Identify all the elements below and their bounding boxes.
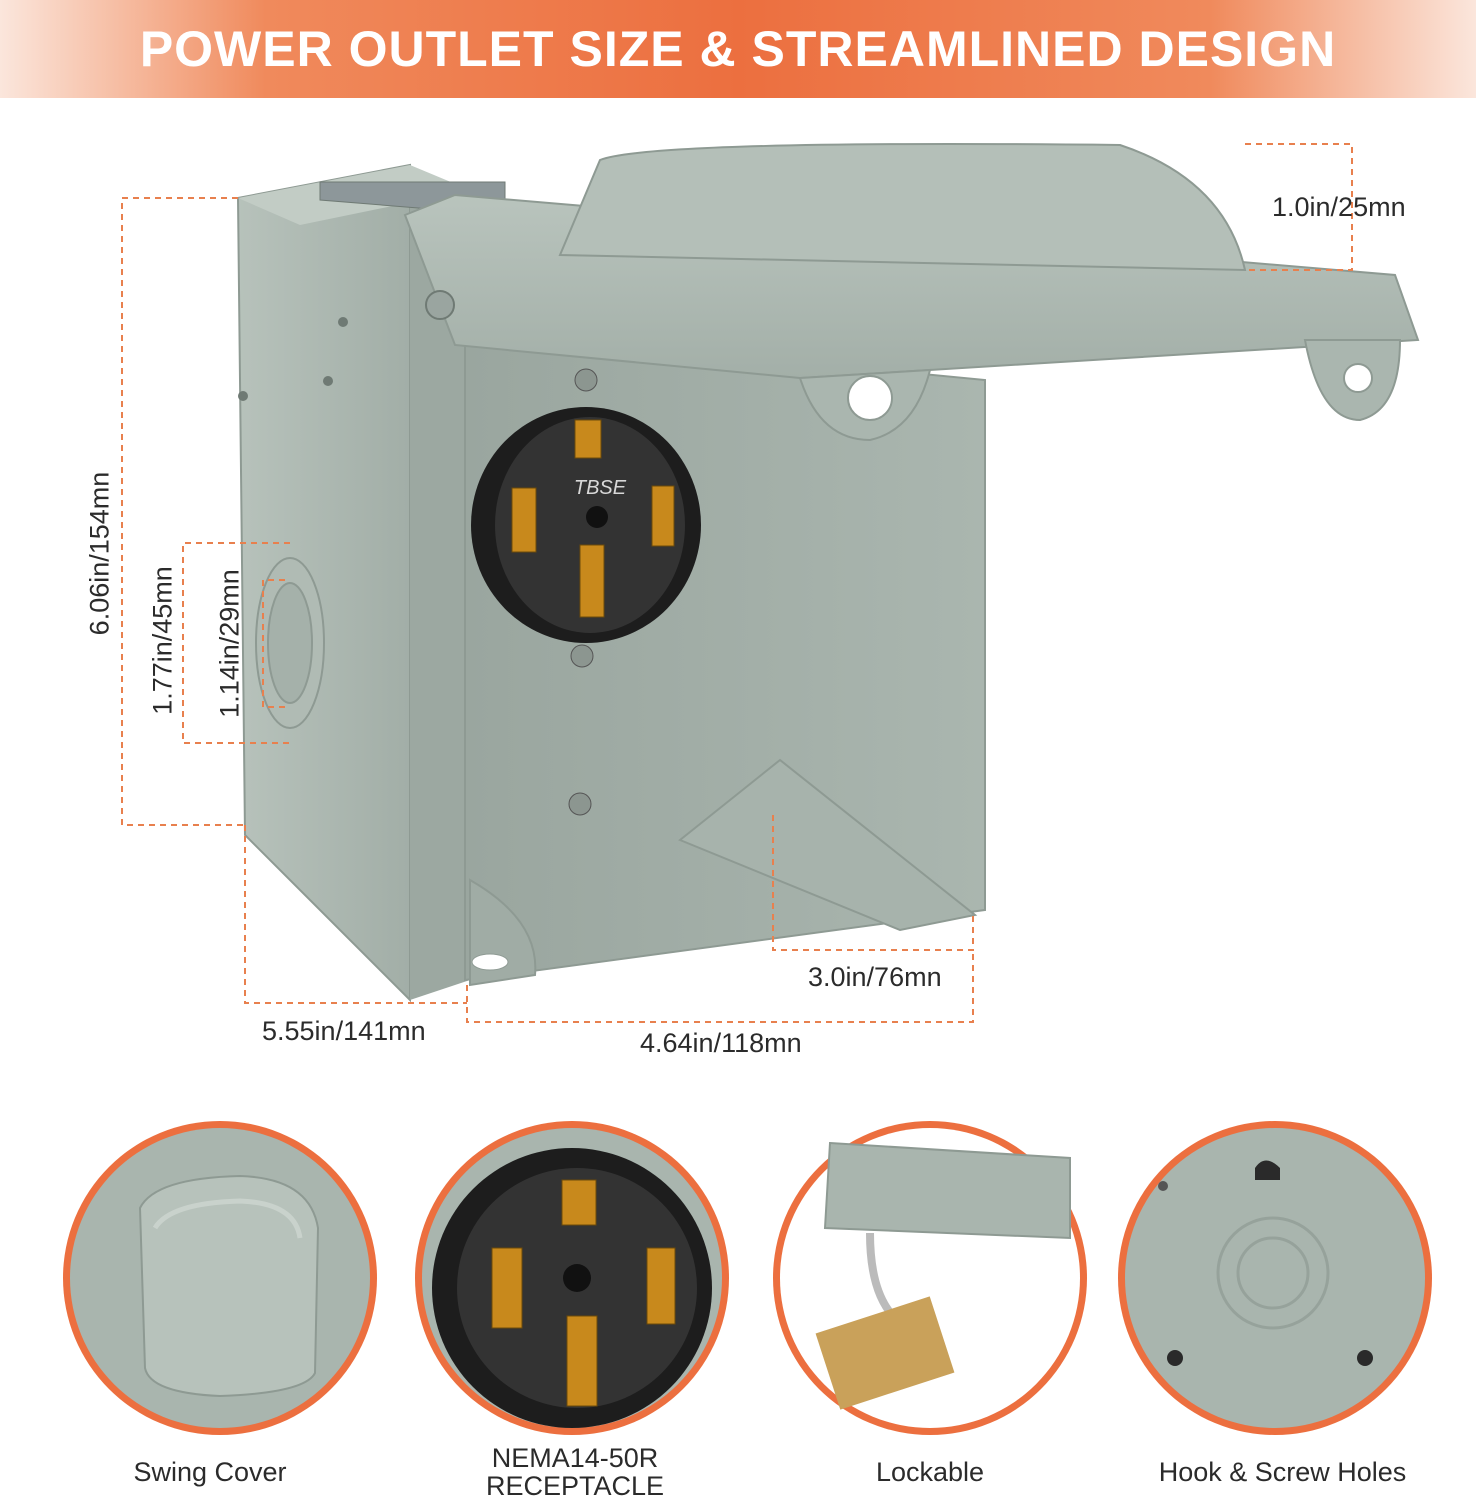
dim-knockout-outer: 1.77in/45mn [147, 566, 178, 715]
feature-hook-holes-image [1115, 1118, 1435, 1438]
receptacle: TBSE [471, 368, 701, 816]
caption-lockable: Lockable [875, 1457, 985, 1487]
caption-hook-screw-holes: Hook & Screw Holes [1158, 1457, 1407, 1487]
dim-knockout-inner: 1.14in/29mn [214, 569, 245, 718]
caption-swing-cover: Swing Cover [133, 1457, 287, 1487]
feature-receptacle-image [412, 1118, 732, 1438]
title-banner: POWER OUTLET SIZE & STREAMLINED DESIGN [0, 0, 1476, 98]
swing-cover [403, 143, 1420, 442]
dim-front-width: 4.64in/118mn [640, 1028, 802, 1058]
dim-side-depth: 5.55in/141mn [262, 1016, 426, 1046]
dim-height: 6.06in/154mn [84, 471, 115, 636]
dim-cover-depth: 1.0in/25mn [1272, 192, 1406, 222]
dim-base-width: 3.0in/76mn [808, 962, 942, 992]
banner-title: POWER OUTLET SIZE & STREAMLINED DESIGN [139, 21, 1337, 77]
caption-receptacle-line1: NEMA14-50R [491, 1443, 659, 1473]
caption-receptacle: NEMA14-50R RECEPTACLE [415, 1444, 735, 1500]
feature-lockable-image [770, 1118, 1090, 1438]
feature-swing-cover-image [60, 1118, 380, 1438]
dimension-guides [121, 143, 1353, 1023]
receptacle-brand-label: TBSE [574, 477, 627, 499]
product-dimension-figure: TBSE [121, 143, 1420, 1023]
caption-receptacle-line2: RECEPTACLE [485, 1471, 665, 1501]
